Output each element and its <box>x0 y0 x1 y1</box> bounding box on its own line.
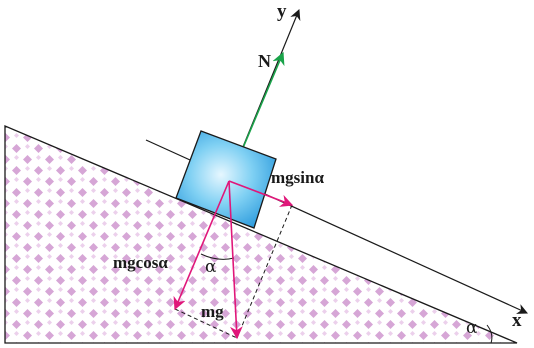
y-axis-label: y <box>277 1 287 22</box>
x-axis-label: x <box>512 310 522 331</box>
inclined-plane <box>4 125 518 344</box>
mgsin-label: mgsinα <box>271 168 324 187</box>
angle-arc-incline <box>486 324 493 344</box>
angle-label-block: α <box>205 257 217 277</box>
mgcos-label: mgcosα <box>113 253 168 272</box>
mgsin-component-arrow <box>228 180 294 207</box>
angle-label-incline: α <box>466 318 478 338</box>
weight-arrow <box>228 180 243 340</box>
dashed-perpendicular-projection <box>174 308 238 339</box>
block <box>175 130 277 229</box>
dashed-parallel-projection <box>236 204 293 339</box>
mgcos-component-arrow <box>173 180 230 311</box>
angle-arc-block <box>200 253 235 260</box>
weight-label: mg <box>201 302 224 321</box>
normal-force-label: N <box>258 51 271 71</box>
